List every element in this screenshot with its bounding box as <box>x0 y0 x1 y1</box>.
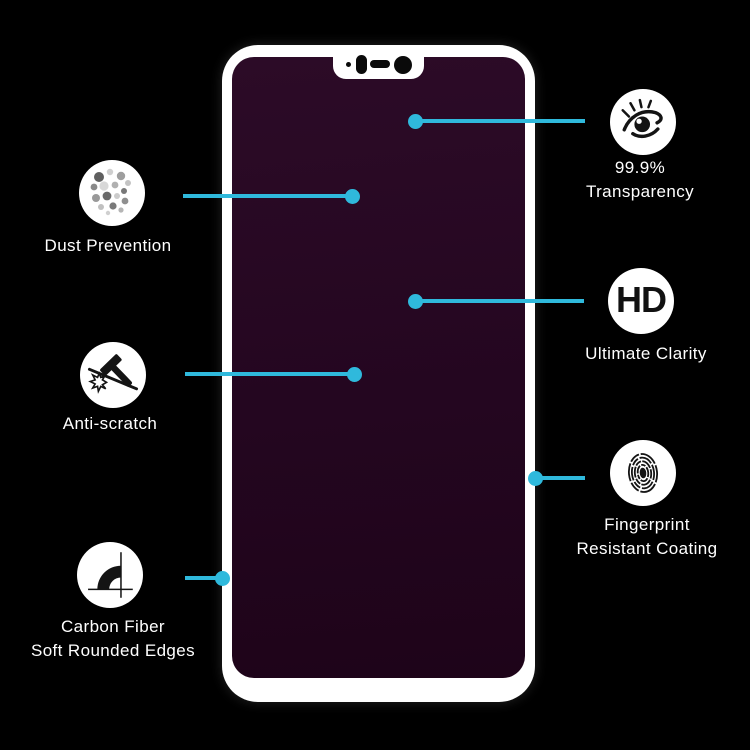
feature-text: 99.9% <box>614 158 666 177</box>
connector-line-carbon <box>185 576 223 580</box>
hd-badge-text: HD <box>616 279 667 320</box>
connector-line-transparency <box>415 119 585 123</box>
connector-dot-carbon <box>215 570 230 586</box>
feature-label-dust-prevention: Dust Prevention <box>45 234 172 258</box>
feature-label-carbon-fiber: Carbon Fiber Soft Rounded Edges <box>31 615 195 663</box>
feature-text: Soft Rounded Edges <box>30 641 196 660</box>
eye-icon <box>610 89 676 155</box>
feature-label-fingerprint: Fingerprint Resistant Coating <box>577 513 718 561</box>
proximity-sensor-icon <box>345 61 351 67</box>
connector-line-fingerprint <box>535 476 585 480</box>
display-notch <box>333 55 424 79</box>
fingerprint-icon <box>610 440 676 506</box>
connector-line-dust <box>183 194 352 198</box>
rounded-edge-icon <box>77 542 143 608</box>
connector-dot-antiscratch <box>347 366 362 382</box>
feature-text: Fingerprint <box>604 515 690 534</box>
phone-screen <box>232 57 525 678</box>
phone-with-screen-protector <box>222 45 535 702</box>
connector-dot-fingerprint <box>528 470 543 486</box>
feature-label-anti-scratch: Anti-scratch <box>63 412 158 436</box>
connector-dot-transparency <box>408 113 423 129</box>
connector-line-antiscratch <box>185 372 354 376</box>
feature-text: Dust Prevention <box>44 236 172 255</box>
connector-dot-clarity <box>408 293 423 309</box>
feature-label-ultimate-clarity: Ultimate Clarity <box>585 342 707 366</box>
feature-text: Carbon Fiber <box>60 617 165 636</box>
hd-badge-icon: HD <box>608 268 674 334</box>
feature-text: Anti-scratch <box>62 414 158 433</box>
hammer-impact-icon <box>80 342 146 408</box>
feature-text: Resistant Coating <box>576 539 718 558</box>
feature-text: Ultimate Clarity <box>585 344 707 363</box>
feature-text: Transparency <box>585 182 695 201</box>
connector-dot-dust <box>345 188 360 204</box>
front-camera-icon <box>393 56 412 74</box>
connector-line-clarity <box>415 299 584 303</box>
dust-particles-icon <box>79 160 145 226</box>
feature-label-transparency: 99.9% Transparency <box>586 156 694 204</box>
speaker-slot-icon <box>370 59 390 68</box>
earpiece-icon <box>356 55 367 74</box>
